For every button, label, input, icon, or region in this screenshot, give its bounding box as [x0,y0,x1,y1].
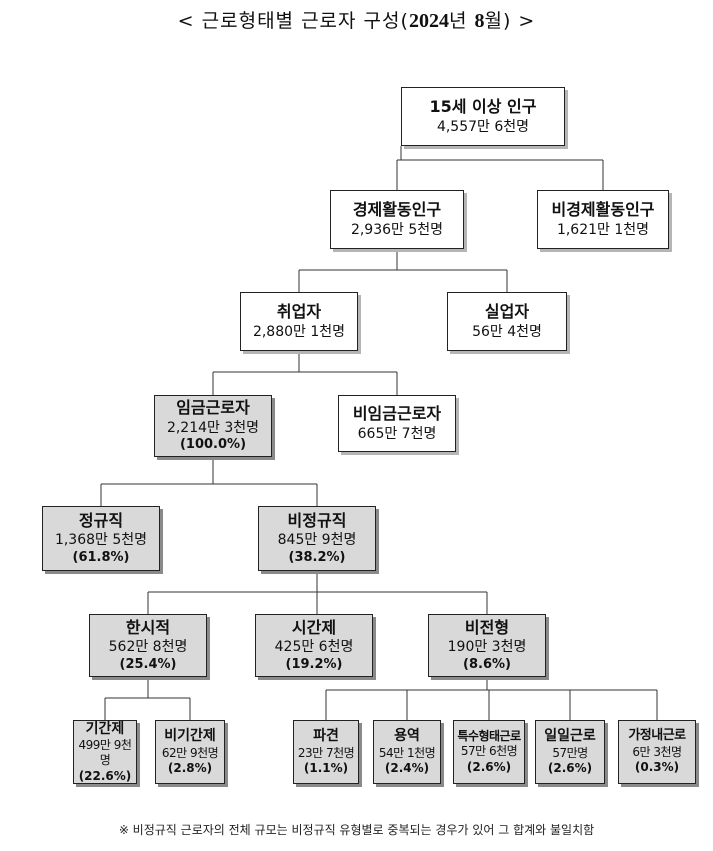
box-fixed-term: 기간제 499만 9천명 (22.6%) [73,720,137,784]
box-percent: (0.3%) [634,760,680,775]
box-value: 1,368만 5천명 [54,532,148,549]
box-name: 가정내근로 [628,727,686,743]
footnote: ※ 비정규직 근로자의 전체 규모는 비정규직 유형별로 중복되는 경우가 있어… [118,823,595,837]
box-non-fixed-term: 비기간제 62만 9천명 (2.8%) [155,720,225,784]
box-value: 562만 8천명 [108,639,188,656]
connector-pop15 [397,146,402,161]
box-name: 비정규직 [287,510,347,530]
box-value: 2,214만 3천명 [166,419,260,436]
box-name: 경제활동인구 [352,200,442,219]
box-unemployed: 실업자 56만 4천명 [447,292,567,351]
box-temporary: 한시적 562만 8천명 (25.4%) [89,614,207,677]
box-percent: (22.6%) [78,768,132,783]
box-dispatched: 파견 23만 7천명 (1.1%) [293,720,359,784]
box-name: 한시적 [125,617,171,637]
box-special-employment: 특수형태근로 57만 6천명 (2.6%) [453,720,525,784]
box-percent: (1.1%) [303,761,349,776]
box-wage-workers: 임금근로자 2,214만 3천명 (100.0%) [154,395,272,457]
box-percent: (61.8%) [72,549,130,565]
box-name: 특수형태근로 [457,728,521,743]
box-value: 54만 1천명 [378,745,436,760]
box-name: 비임금근로자 [352,404,442,423]
box-non-regular: 비정규직 845만 9천명 (38.2%) [258,506,376,571]
box-name: 15세 이상 인구 [429,97,537,116]
box-percent: (2.6%) [466,759,512,774]
box-value: 56만 4천명 [472,323,542,340]
box-percent: (2.8%) [167,761,213,776]
box-percent: (8.6%) [463,656,511,672]
box-value: 57만 6천명 [460,744,518,759]
box-value: 23만 7천명 [297,745,355,760]
box-value: 2,880만 1천명 [252,323,346,340]
box-value: 62만 9천명 [161,745,219,760]
box-name: 비경제활동인구 [551,200,655,219]
box-part-time: 시간제 425만 6천명 (19.2%) [255,614,373,677]
chart-title: < 근로형태별 근로자 구성(2024년 8월) > [0,6,713,33]
box-value: 425만 6천명 [274,639,354,656]
box-pop-15-plus: 15세 이상 인구 4,557만 6천명 [401,87,565,146]
box-value: 2,936만 5천명 [350,221,444,238]
box-value: 845만 9천명 [277,532,357,549]
box-name: 실업자 [484,302,530,321]
box-value: 499만 9천명 [78,737,132,768]
box-atypical: 비전형 190만 3천명 (8.6%) [428,614,546,677]
box-percent: (2.6%) [547,761,593,776]
title-year-suffix: 년 [448,10,475,32]
box-name: 정규직 [78,510,124,530]
box-home-workers: 가정내근로 6만 3천명 (0.3%) [618,720,696,784]
box-name: 시간제 [291,617,337,637]
box-value: 6만 3천명 [632,744,682,759]
box-name: 기간제 [85,720,125,737]
box-regular: 정규직 1,368만 5천명 (61.8%) [42,506,160,571]
box-name: 비전형 [464,617,510,637]
box-name: 일일근로 [544,728,596,745]
box-value: 665만 7천명 [357,425,437,442]
box-name: 임금근로자 [176,398,250,418]
box-percent: (19.2%) [285,656,343,672]
box-percent: (25.4%) [119,656,177,672]
box-contracted: 용역 54만 1천명 (2.4%) [373,720,441,784]
box-name: 용역 [394,728,420,745]
box-daily-workers: 일일근로 57만명 (2.6%) [535,720,605,784]
box-percent: (38.2%) [288,549,346,565]
box-economically-inactive: 비경제활동인구 1,621만 1천명 [537,190,669,249]
title-suffix: 월) > [484,10,536,32]
box-name: 파견 [313,728,339,745]
box-name: 취업자 [276,302,322,321]
title-prefix: < 근로형태별 근로자 구성( [177,10,409,32]
box-value: 57만명 [552,745,588,760]
box-employed: 취업자 2,880만 1천명 [240,292,358,351]
box-percent: (100.0%) [179,437,247,453]
box-percent: (2.4%) [384,761,430,776]
box-value: 1,621만 1천명 [556,221,650,238]
box-value: 190만 3천명 [447,639,527,656]
box-value: 4,557만 6천명 [436,118,530,135]
title-month: 8 [474,10,485,32]
box-name: 비기간제 [164,728,216,745]
box-non-wage-workers: 비임금근로자 665만 7천명 [338,395,456,452]
title-year: 2024 [408,10,449,32]
box-economically-active: 경제활동인구 2,936만 5천명 [330,190,464,249]
